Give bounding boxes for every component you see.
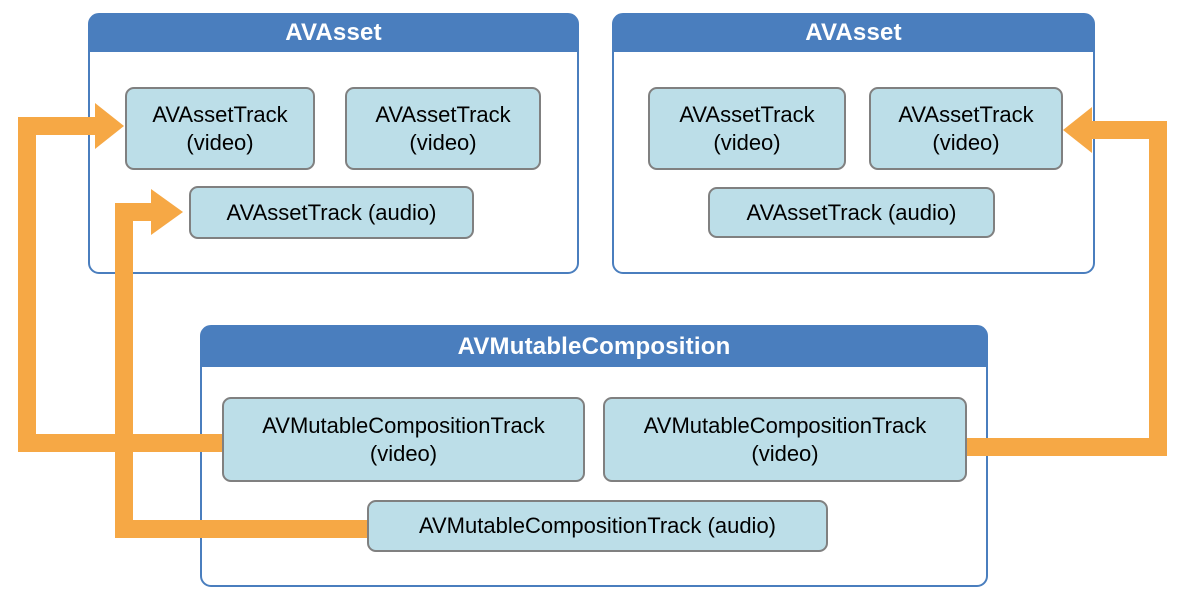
track-asset-right-video-1: AVAssetTrack (video): [648, 87, 846, 170]
track-asset-left-video-2: AVAssetTrack (video): [345, 87, 541, 170]
track-sublabel: (video): [186, 129, 254, 155]
composition-header: AVMutableComposition: [201, 326, 987, 367]
track-sublabel: (video): [713, 129, 781, 155]
track-label: AVMutableCompositionTrack: [643, 412, 927, 438]
track-composition-video-2: AVMutableCompositionTrack (video): [603, 397, 967, 482]
track-asset-right-audio: AVAssetTrack (audio): [708, 187, 995, 238]
track-label: AVMutableCompositionTrack: [262, 412, 545, 438]
track-label: AVAssetTrack: [898, 101, 1034, 127]
track-label: AVAssetTrack: [679, 101, 815, 127]
composition-title: AVMutableComposition: [457, 332, 731, 360]
track-asset-left-video-1: AVAssetTrack (video): [125, 87, 315, 170]
track-label: AVMutableCompositionTrack (audio): [418, 513, 777, 538]
track-sublabel: (video): [409, 129, 477, 155]
track-sublabel: (video): [751, 440, 819, 466]
track-label: AVAssetTrack: [152, 101, 288, 127]
track-label: AVAssetTrack: [375, 101, 511, 127]
track-asset-right-video-2: AVAssetTrack (video): [869, 87, 1063, 170]
track-composition-audio: AVMutableCompositionTrack (audio): [367, 500, 828, 552]
track-asset-left-audio: AVAssetTrack (audio): [189, 186, 474, 239]
track-label: AVAssetTrack (audio): [746, 199, 957, 225]
asset-right-header: AVAsset: [613, 14, 1094, 52]
asset-left-title: AVAsset: [285, 19, 382, 46]
track-composition-video-1: AVMutableCompositionTrack (video): [222, 397, 585, 482]
track-sublabel: (video): [369, 440, 438, 466]
asset-right-title: AVAsset: [805, 19, 902, 46]
asset-left-header: AVAsset: [89, 14, 578, 52]
track-label: AVAssetTrack (audio): [226, 199, 437, 225]
track-sublabel: (video): [932, 129, 1000, 155]
